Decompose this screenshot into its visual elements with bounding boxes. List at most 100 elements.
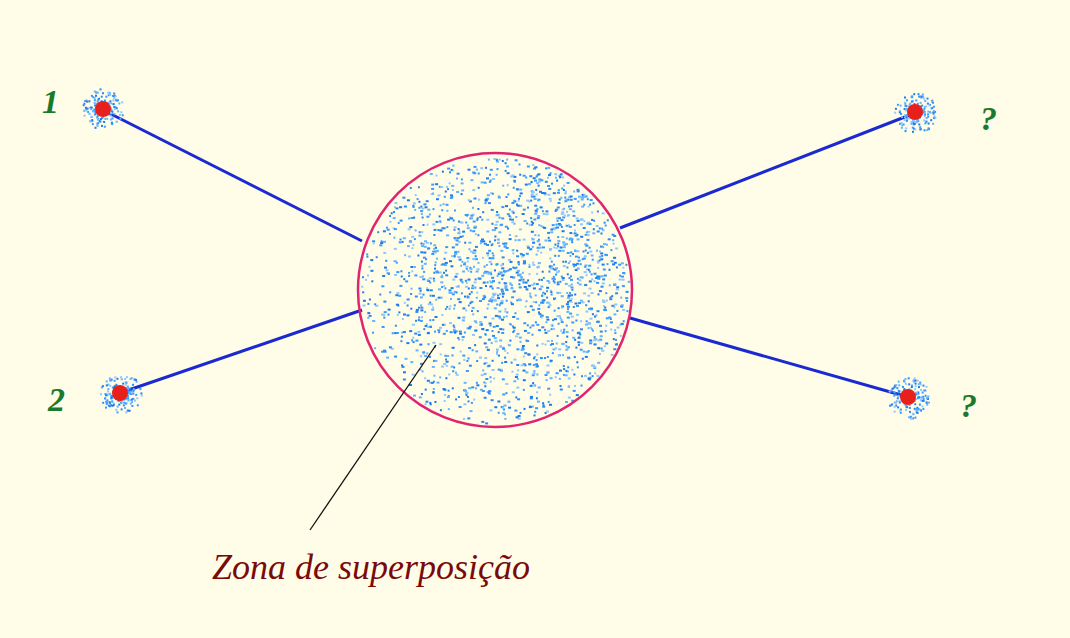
- speckle-dot: [489, 241, 491, 243]
- speckle-dot: [579, 333, 581, 335]
- speckle-dot: [513, 291, 516, 293]
- speckle-dot: [412, 374, 415, 376]
- speckle-dot: [523, 175, 526, 177]
- speckle-dot: [503, 270, 505, 272]
- speckle-dot: [434, 264, 436, 266]
- speckle-dot: [512, 371, 514, 373]
- speckle-dot: [547, 365, 550, 367]
- speckle-dot: [568, 294, 571, 296]
- speckle-dot: [588, 322, 591, 324]
- speckle-dot: [565, 341, 567, 343]
- speckle-dot: [420, 309, 423, 311]
- speckle-dot: [588, 327, 590, 329]
- speckle-dot: [547, 330, 550, 332]
- speckle-dot: [561, 211, 564, 213]
- speckle-dot: [548, 282, 550, 284]
- speckle-dot: [496, 325, 499, 327]
- speckle-dot: [440, 204, 442, 206]
- speckle-dot: [514, 180, 516, 182]
- speckle-dot: [509, 215, 511, 217]
- speckle-dot: [612, 239, 614, 241]
- speckle-dot: [459, 301, 462, 303]
- speckle-dot: [548, 240, 551, 242]
- speckle-dot: [547, 356, 549, 358]
- speckle-dot: [612, 234, 615, 236]
- speckle-dot: [366, 253, 368, 255]
- speckle-dot: [573, 265, 575, 267]
- speckle-dot: [472, 252, 474, 254]
- speckle-dot: [562, 216, 565, 218]
- speckle-dot: [468, 400, 470, 402]
- speckle-dot: [424, 377, 426, 379]
- speckle-dot: [524, 220, 527, 222]
- speckle-dot: [383, 230, 386, 232]
- speckle-dot: [509, 234, 511, 236]
- speckle-dot: [403, 314, 406, 316]
- speckle-dot: [581, 206, 584, 208]
- speckle-dot: [541, 317, 543, 319]
- speckle-dot: [486, 244, 489, 246]
- speckle-dot: [561, 176, 564, 178]
- speckle-dot: [502, 329, 504, 331]
- speckle-dot: [614, 332, 616, 334]
- speckle-dot: [597, 276, 600, 278]
- speckle-dot: [450, 194, 453, 196]
- speckle-dot: [493, 326, 496, 328]
- speckle-dot: [551, 324, 553, 326]
- speckle-dot: [531, 224, 533, 226]
- speckle-dot: [447, 396, 450, 398]
- speckle-dot: [499, 159, 501, 161]
- speckle-dot: [511, 202, 514, 204]
- speckle-dot: [494, 293, 497, 295]
- speckle-dot: [413, 202, 416, 204]
- speckle-dot: [610, 321, 613, 323]
- speckle-dot: [458, 230, 460, 232]
- speckle-dot: [481, 324, 483, 326]
- speckle-dot: [536, 359, 538, 361]
- speckle-dot: [504, 311, 506, 313]
- speckle-dot: [459, 331, 462, 333]
- particle-number: 2: [48, 383, 65, 417]
- speckle-dot: [501, 362, 503, 364]
- speckle-dot: [577, 220, 580, 222]
- speckle-dot: [591, 278, 593, 280]
- trajectory-line: [620, 113, 915, 228]
- speckle-dot: [438, 331, 440, 333]
- speckle-dot: [523, 379, 526, 381]
- speckle-dot: [376, 256, 378, 258]
- speckle-dot: [539, 244, 541, 246]
- speckle-dot: [527, 324, 529, 326]
- speckle-dot: [475, 278, 477, 280]
- speckle-dot: [433, 244, 436, 246]
- speckle-dot: [505, 205, 508, 207]
- speckle-dot: [566, 325, 568, 327]
- speckle-dot: [483, 282, 486, 284]
- speckle-dot: [502, 160, 504, 162]
- speckle-dot: [622, 272, 625, 274]
- speckle-dot: [462, 271, 465, 273]
- speckle-dot: [491, 257, 494, 259]
- speckle-dot: [562, 354, 564, 356]
- speckle-dot: [579, 283, 582, 285]
- speckle-dot: [580, 219, 583, 221]
- speckle-dot: [465, 222, 467, 224]
- speckle-dot: [446, 226, 448, 228]
- speckle-dot: [506, 289, 509, 291]
- speckle-dot: [472, 189, 475, 191]
- speckle-dot: [593, 202, 595, 204]
- speckle-dot: [501, 290, 504, 292]
- speckle-dot: [439, 220, 441, 222]
- speckle-dot: [511, 219, 514, 221]
- speckle-dot: [475, 350, 478, 352]
- speckle-dot: [555, 210, 557, 212]
- speckle-dot: [588, 265, 591, 267]
- speckle-dot: [537, 215, 540, 217]
- speckle-dot: [387, 229, 390, 231]
- speckle-dot: [373, 242, 375, 244]
- speckle-dot: [602, 264, 605, 266]
- speckle-dot: [454, 253, 457, 255]
- speckle-dot: [601, 286, 604, 288]
- speckle-dot: [488, 202, 491, 204]
- speckle-dot: [589, 280, 592, 282]
- speckle-dot: [601, 275, 604, 277]
